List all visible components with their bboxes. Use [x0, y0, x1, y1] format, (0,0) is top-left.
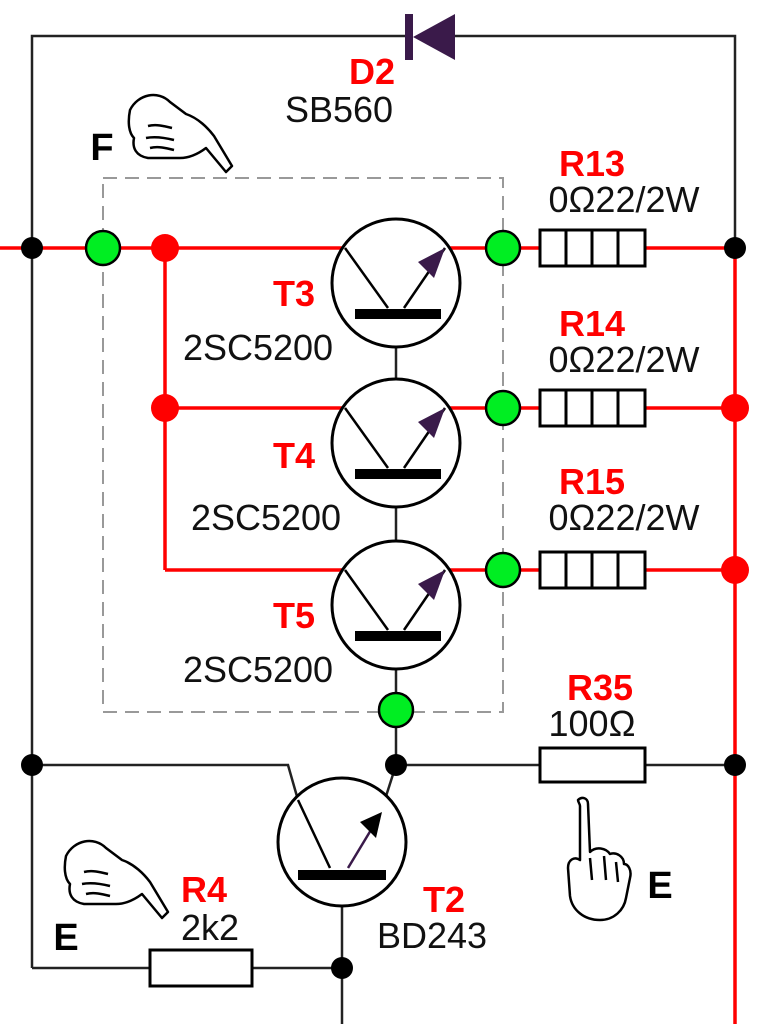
black-junctions [21, 237, 746, 979]
resistor-r13-symbol [538, 228, 647, 268]
red-junctions [151, 234, 749, 584]
r4-designator: R4 [181, 869, 227, 910]
marker-e-right: E [647, 865, 672, 907]
t4-value: 2SC5200 [191, 497, 341, 538]
pointing-up-hand-icon [566, 796, 632, 922]
r13-designator: R13 [559, 143, 625, 184]
resistor-r14-symbol [538, 388, 647, 428]
t4-designator: T4 [273, 435, 315, 476]
t2-designator: T2 [423, 879, 465, 920]
transistor-module-outline [102, 177, 504, 713]
resistor-r15-symbol [538, 550, 647, 590]
t5-value: 2SC5200 [183, 649, 333, 690]
r35-designator: R35 [567, 667, 633, 708]
d2-designator: D2 [349, 51, 395, 92]
green-test-points [84, 229, 522, 729]
d2-value: SB560 [285, 89, 393, 130]
t3-value: 2SC5200 [183, 327, 333, 368]
r35-value: 100Ω [549, 703, 636, 744]
diode-d2-symbol [405, 14, 455, 60]
r13-value: 0Ω22/2W [549, 179, 700, 220]
marker-e-left: E [53, 917, 78, 959]
transistor-t4-symbol [330, 377, 462, 509]
r14-value: 0Ω22/2W [549, 339, 700, 380]
t2-value: BD243 [377, 915, 487, 956]
t5-designator: T5 [273, 595, 315, 636]
r14-designator: R14 [559, 303, 625, 344]
pointing-hand-icon [63, 839, 170, 920]
marker-f: F [90, 127, 113, 169]
transistor-t3-symbol [330, 217, 462, 349]
resistor-r35-symbol [538, 746, 647, 784]
transistor-t2-symbol [276, 776, 408, 908]
resistor-r4-symbol [148, 948, 254, 988]
r15-designator: R15 [559, 461, 625, 502]
r4-value: 2k2 [181, 907, 239, 948]
t3-designator: T3 [273, 273, 315, 314]
r15-value: 0Ω22/2W [549, 497, 700, 538]
pointing-hand-icon [127, 93, 234, 174]
transistor-t5-symbol [330, 539, 462, 671]
